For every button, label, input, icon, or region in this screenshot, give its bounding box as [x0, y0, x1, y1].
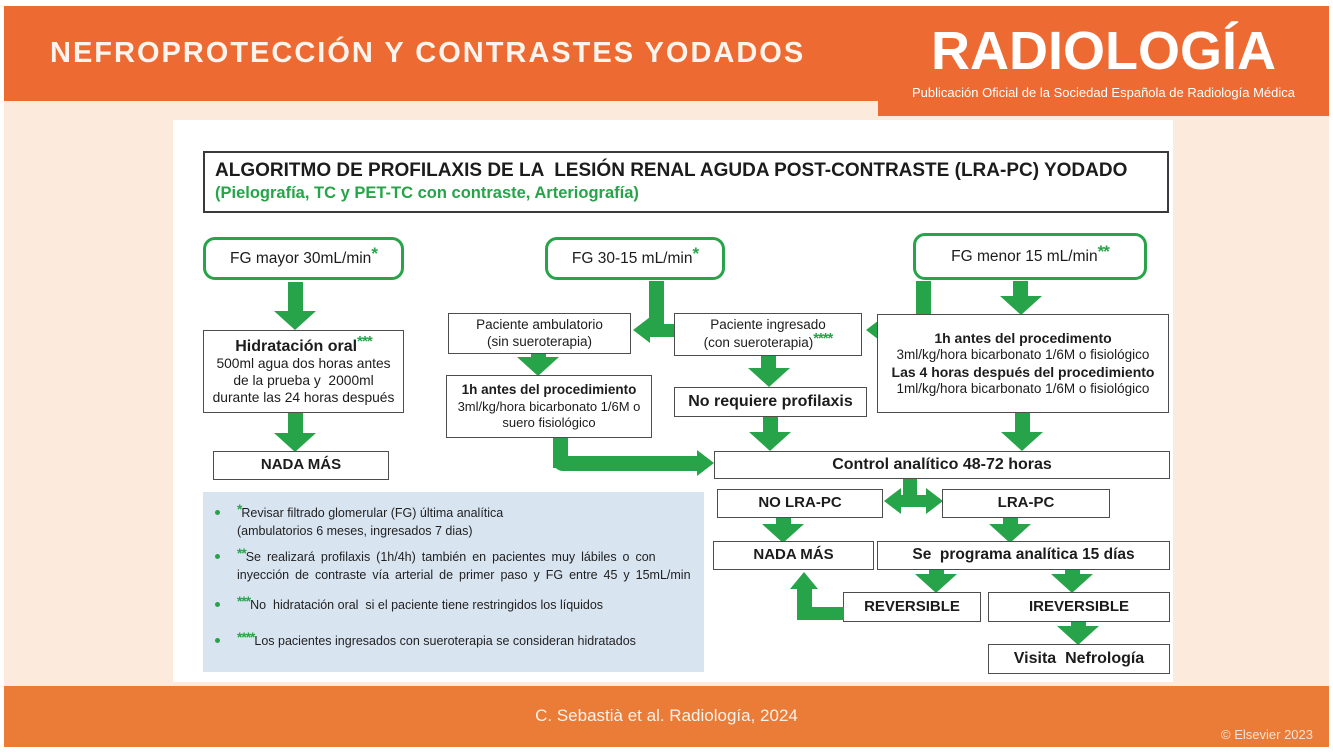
journal-logo-block: RADIOLOGÍA Publicación Oficial de la Soc… [878, 6, 1329, 116]
arrow-ingresado-noprofilaxis [761, 356, 776, 369]
arrow-fgmid-stem [649, 281, 664, 327]
node-fg-mayor-30: FG mayor 30mL/min* [203, 237, 404, 280]
node-fg-30-15: FG 30-15 mL/min* [545, 237, 725, 280]
node-nada-mas-left: NADA MÁS [213, 451, 389, 480]
node-paciente-ingresado: Paciente ingresado (con sueroterapia)***… [674, 313, 862, 356]
node-reversible: REVERSIBLE [843, 592, 981, 622]
footer-bar: C. Sebastià et al. Radiología, 2024 © El… [4, 686, 1329, 747]
asterisk-icon: **** [237, 629, 255, 645]
arrowhead-right-icon [697, 450, 714, 476]
bullet-icon [215, 638, 220, 643]
arrow-fglow-right-stem [1013, 281, 1028, 298]
arrow-protocolo-control [1015, 413, 1030, 433]
algorithm-subtitle: (Pielografía, TC y PET-TC con contraste,… [215, 184, 639, 202]
notes-legend: *Revisar filtrado glomerular (FG) última… [203, 492, 704, 672]
node-no-requiere-profilaxis: No requiere profilaxis [674, 387, 867, 417]
arrow-fgmid-split [649, 324, 677, 337]
arrow-fglow-left-stem [916, 281, 931, 322]
asterisk-icon: ** [237, 545, 247, 561]
bullet-icon [215, 510, 220, 515]
node-protocolo-1h: 1h antes del procedimiento 3ml/kg/hora b… [446, 375, 652, 438]
asterisk-note-2: ** [1097, 241, 1110, 261]
algorithm-title-box: ALGORITMO DE PROFILAXIS DE LA LESIÓN REN… [203, 151, 1169, 213]
note-2: **Se realizará profilaxis (1h/4h) tambié… [215, 545, 698, 583]
bullet-icon [215, 602, 220, 607]
arrowhead-up-icon [790, 572, 818, 589]
arrow-programa-reversible [929, 570, 944, 577]
arrowhead-down-icon [1000, 296, 1042, 315]
arrow-noprofilaxis-control [763, 417, 778, 433]
node-nada-mas-right: NADA MÁS [713, 541, 874, 570]
citation: C. Sebastià et al. Radiología, 2024 [535, 706, 798, 725]
arrowhead-down-icon [274, 433, 316, 452]
node-control-analitico: Control analítico 48-72 horas [714, 451, 1170, 479]
asterisk-icon: * [237, 501, 242, 517]
arrow-control-split [903, 479, 917, 499]
arrowhead-down-icon [915, 574, 957, 593]
node-protocolo-fg-menor: 1h antes del procedimento 3ml/kg/hora bi… [877, 314, 1169, 413]
arrow-1h-elbow-horizontal [553, 456, 697, 471]
arrow-lra-programa [1003, 518, 1018, 527]
copyright: © Elsevier 2023 [1221, 727, 1313, 742]
node-hidratacion-oral: Hidratación oral*** 500ml agua dos horas… [203, 330, 404, 413]
asterisk-note-1: * [692, 243, 699, 263]
node-no-lra-pc: NO LRA-PC [717, 489, 883, 518]
arrowhead-down-icon [517, 357, 559, 376]
arrowhead-down-icon [762, 524, 804, 543]
slide-title: NEFROPROTECCIÓN Y CONTRASTES YODADOS [50, 37, 806, 69]
note-1: *Revisar filtrado glomerular (FG) última… [215, 501, 698, 539]
note-4: ****Los pacientes ingresados con suerote… [215, 629, 698, 651]
node-irreversible: IREVERSIBLE [988, 592, 1170, 622]
arrow-hidratacion-nadamas [288, 413, 303, 435]
node-visita-nefrologia: Visita Nefrología [988, 644, 1170, 674]
arrow-programa-irreversible [1065, 570, 1080, 577]
arrowhead-down-icon [748, 368, 790, 387]
arrowhead-down-icon [749, 432, 791, 451]
bullet-icon [215, 554, 220, 559]
journal-subtitle: Publicación Oficial de la Sociedad Españ… [911, 85, 1296, 100]
arrowhead-right-icon [926, 488, 943, 514]
arrow-ambulatorio-protocolo [531, 354, 546, 359]
node-paciente-ambulatorio: Paciente ambulatorio (sin sueroterapia) [448, 313, 631, 354]
journal-logo: RADIOLOGÍA [931, 21, 1276, 81]
node-programa-analitica: Se programa analítica 15 días [877, 541, 1170, 570]
arrow-fgmayor-hidratacion [288, 282, 303, 313]
arrowhead-left-icon [633, 317, 650, 343]
arrowhead-left-icon [884, 488, 901, 514]
arrowhead-down-icon [1057, 626, 1099, 645]
asterisk-icon: *** [237, 593, 251, 609]
asterisk-note-4: **** [813, 330, 833, 347]
arrowhead-down-icon [1001, 432, 1043, 451]
arrow-nolra-nadamas [776, 518, 791, 527]
arrow-irreversible-visita [1071, 622, 1086, 629]
asterisk-note-3: *** [357, 333, 373, 351]
note-3: ***No hidratación oral si el paciente ti… [215, 593, 698, 615]
node-lra-pc: LRA-PC [942, 489, 1110, 518]
arrowhead-down-icon [989, 524, 1031, 543]
arrow-lra-split [900, 495, 926, 507]
arrowhead-down-icon [274, 311, 316, 330]
arrow-reversible-elbow-horizontal [797, 607, 844, 620]
arrowhead-down-icon [1051, 574, 1093, 593]
asterisk-note-1: * [371, 243, 378, 263]
algorithm-title: ALGORITMO DE PROFILAXIS DE LA LESIÓN REN… [215, 160, 1128, 181]
node-fg-menor-15: FG menor 15 mL/min** [913, 233, 1147, 280]
